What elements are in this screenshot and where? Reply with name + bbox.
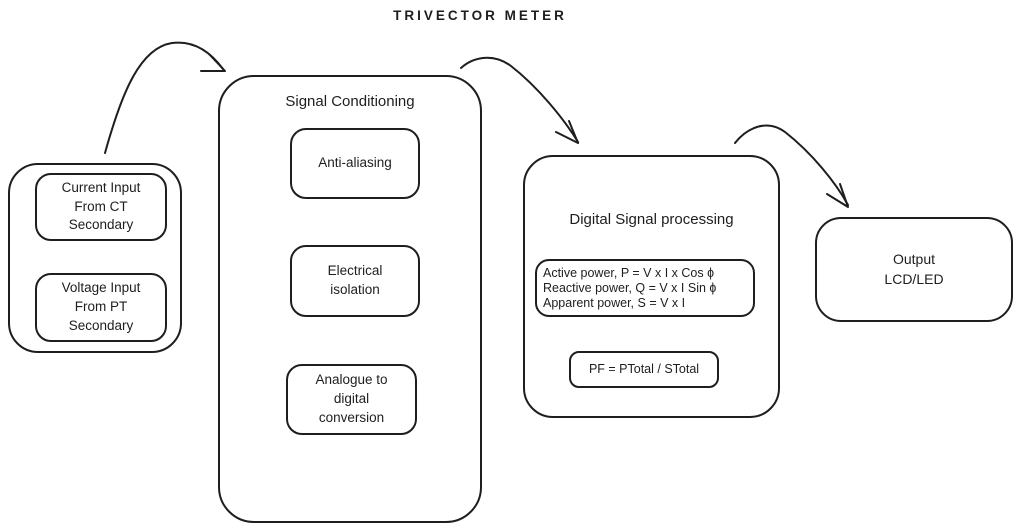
power-formulas-box: Active power, P = V x I x Cos ɸ Reactive… <box>535 259 755 317</box>
signal-conditioning-group: Signal Conditioning Anti-aliasing Electr… <box>218 75 482 523</box>
diagram-title: TRIVECTOR METER <box>393 8 567 23</box>
signal-conditioning-title: Signal Conditioning <box>285 93 415 110</box>
reactive-power-formula: Reactive power, Q = V x I Sin ɸ <box>543 280 717 295</box>
output-box: Output LCD/LED <box>815 217 1013 322</box>
apparent-power-formula: Apparent power, S = V x I <box>543 295 686 310</box>
electrical-isolation-box: Electrical isolation <box>290 245 420 317</box>
anti-aliasing-box: Anti-aliasing <box>290 128 420 199</box>
active-power-formula: Active power, P = V x I x Cos ɸ <box>543 265 714 280</box>
arrow-input-to-conditioning <box>104 41 226 154</box>
analogue-to-digital-box: Analogue to digital conversion <box>286 364 417 435</box>
input-group: Current Input From CT Secondary Voltage … <box>8 163 182 353</box>
power-factor-formula-box: PF = PTotal / STotal <box>569 351 719 388</box>
current-input-box: Current Input From CT Secondary <box>35 173 167 241</box>
digital-signal-processing-group: Digital Signal processing Active power, … <box>523 155 780 418</box>
voltage-input-box: Voltage Input From PT Secondary <box>35 273 167 342</box>
digital-signal-processing-title: Digital Signal processing <box>569 211 734 228</box>
